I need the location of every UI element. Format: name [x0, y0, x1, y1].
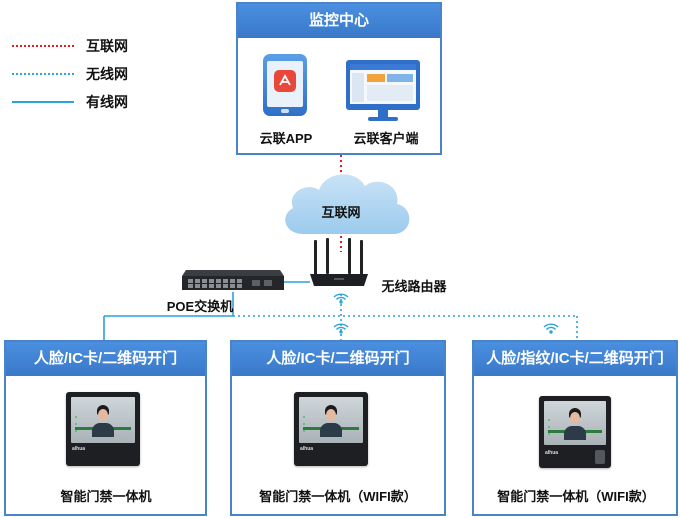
router-icon [310, 238, 368, 286]
legend-line-wired [12, 101, 74, 103]
terminal-title-1: 人脸/IC卡/二维码开门 [6, 342, 205, 376]
legend-label-wired: 有线网 [86, 94, 128, 110]
access-terminal-device: alhua [66, 392, 140, 466]
cloud-icon [285, 174, 410, 234]
fingerprint-sensor-icon [595, 450, 605, 464]
terminal-caption-1: 智能门禁一体机 [60, 489, 152, 504]
app-logo-icon [274, 70, 296, 92]
terminal-screen [299, 397, 363, 443]
legend-wired: 有线网 [12, 92, 128, 112]
terminal-screen [71, 397, 135, 443]
wifi-icon [333, 293, 349, 304]
switch-label: POE交换机 [166, 299, 234, 314]
app-logo-mark-icon [279, 74, 291, 86]
legend-wireless: 无线网 [12, 64, 128, 84]
terminal-caption-2: 智能门禁一体机（WIFI款） [259, 489, 417, 504]
access-terminal-fingerprint-device: alhua [539, 396, 611, 468]
client-label: 云联客户端 [353, 131, 419, 146]
wifi-icon [333, 323, 349, 334]
terminal-caption-3: 智能门禁一体机（WIFI款） [497, 489, 655, 504]
monitor-center-title: 监控中心 [238, 4, 440, 38]
desktop-monitor-icon [346, 60, 422, 124]
legend-internet: 互联网 [12, 36, 128, 56]
legend-label-wireless: 无线网 [86, 66, 128, 82]
wifi-icon [543, 323, 559, 334]
router-label: 无线路由器 [381, 279, 447, 294]
terminal-title-2: 人脸/IC卡/二维码开门 [232, 342, 444, 376]
phone-icon [263, 54, 309, 118]
app-label: 云联APP [259, 131, 313, 146]
access-terminal-device: alhua [294, 392, 368, 466]
legend-line-internet [12, 45, 74, 47]
brand-label: alhua [545, 450, 559, 456]
brand-label: alhua [300, 446, 314, 452]
terminal-screen [544, 401, 606, 445]
brand-label: alhua [72, 446, 86, 452]
terminal-box-1: 人脸/IC卡/二维码开门 [4, 340, 207, 516]
poe-switch-icon [182, 270, 284, 290]
cloud-label: 互联网 [321, 205, 361, 220]
legend-line-wireless [12, 73, 74, 75]
legend-label-internet: 互联网 [86, 38, 128, 54]
terminal-title-3: 人脸/指纹/IC卡/二维码开门 [474, 342, 676, 376]
